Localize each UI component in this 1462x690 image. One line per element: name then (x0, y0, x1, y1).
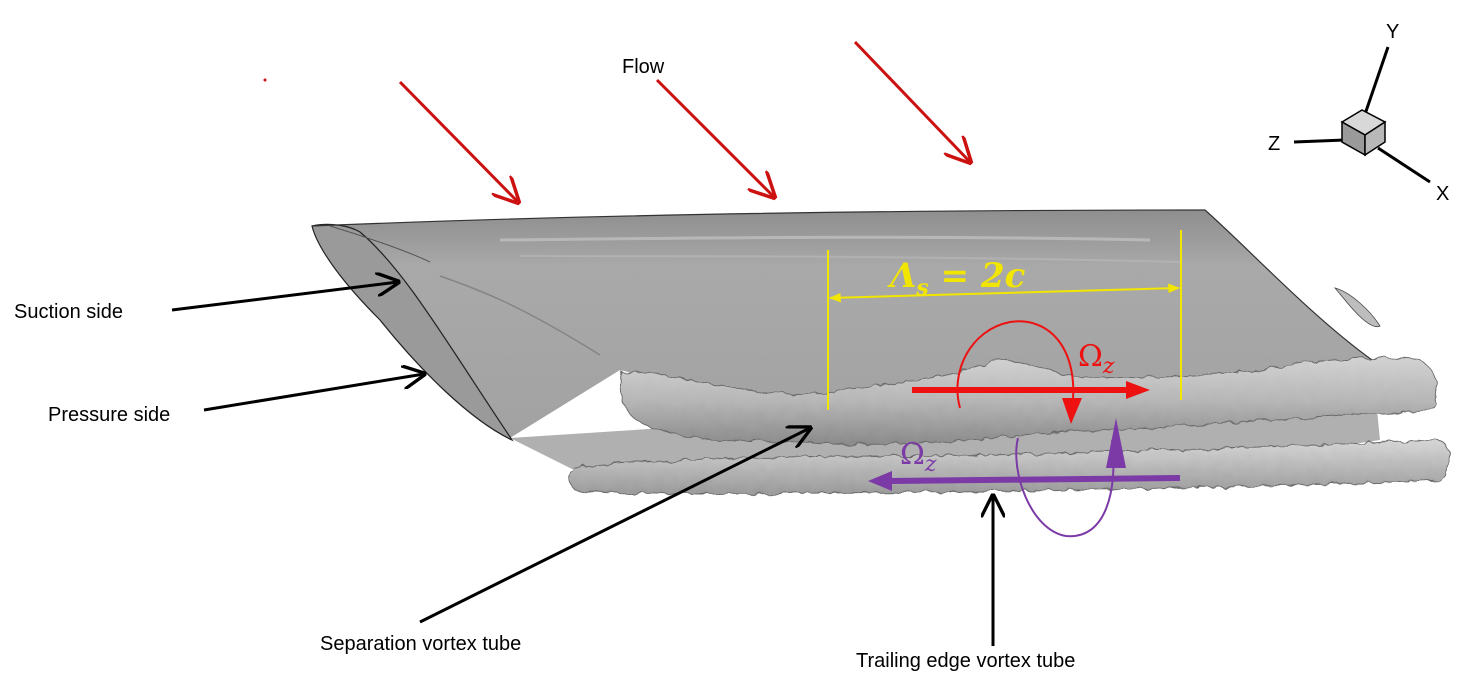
surface-streak (519, 255, 1181, 263)
y-axis-label: Y (1386, 21, 1399, 43)
wavelength-label: Λs = 2c (887, 256, 1026, 301)
omega-arrowhead-red (1126, 381, 1150, 399)
dimension-line (828, 283, 1181, 303)
omega-subscript-lower: z (924, 452, 937, 477)
omega-subscript-upper: z (1102, 354, 1115, 379)
surface-streak (439, 275, 601, 356)
leading-edge-line (329, 225, 431, 263)
lambda-subscript: s (915, 275, 928, 301)
lower-rotation-indicator: Ωz (868, 418, 1181, 538)
triad-cube (1340, 109, 1387, 157)
y-axis-line (1361, 46, 1390, 121)
x-axis-line (1377, 146, 1431, 184)
leading-edge-profile (311, 223, 514, 442)
z-axis-label: Z (1268, 133, 1280, 155)
wavelength-dimension: Λs = 2c (827, 230, 1182, 410)
omega-symbol-lower: Ω (900, 437, 925, 472)
lambda-rhs: = 2c (929, 256, 1026, 296)
flow-arrows (263, 40, 971, 202)
omega-arrowhead-purple (868, 471, 892, 491)
flow-label: Flow (622, 56, 665, 78)
surface-streak (499, 235, 1151, 242)
flow-arrow (853, 40, 970, 162)
trailing-tube-label: Trailing edge vortex tube (856, 650, 1075, 672)
lambda-symbol: Λ (887, 256, 916, 296)
omega-symbol-upper: Ω (1078, 339, 1103, 374)
omega-label-upper: Ωz (1078, 339, 1115, 379)
x-axis-label: X (1436, 183, 1449, 205)
rotation-arrowhead-purple (1106, 418, 1126, 468)
trailing-edge-vortex-tube (569, 439, 1450, 495)
omega-label-lower: Ωz (900, 437, 937, 477)
rotation-loop-red (956, 320, 1075, 411)
omega-arrow-purple (889, 475, 1181, 484)
callouts: Suction side Pressure side Separation vo… (14, 282, 1075, 672)
suction-side-leader (171, 282, 398, 312)
suction-side-label: Suction side (14, 301, 123, 323)
pressure-side-label: Pressure side (48, 404, 170, 426)
flow-arrow (398, 80, 518, 202)
rotation-loop-purple (1015, 437, 1115, 538)
wing-upper-edge (311, 209, 1373, 361)
z-axis-line (1293, 138, 1346, 144)
rotation-arrowhead-red (1062, 398, 1082, 424)
axes-triad: Y Z X (1268, 21, 1449, 205)
pressure-side-leader (203, 374, 424, 412)
separation-tube-label: Separation vortex tube (320, 633, 521, 655)
upper-rotation-indicator: Ωz (912, 320, 1150, 424)
flow-arrow (655, 78, 774, 197)
separation-tube-leader (419, 428, 810, 624)
stray-dot (263, 78, 267, 82)
wake-fragment (1333, 287, 1381, 328)
